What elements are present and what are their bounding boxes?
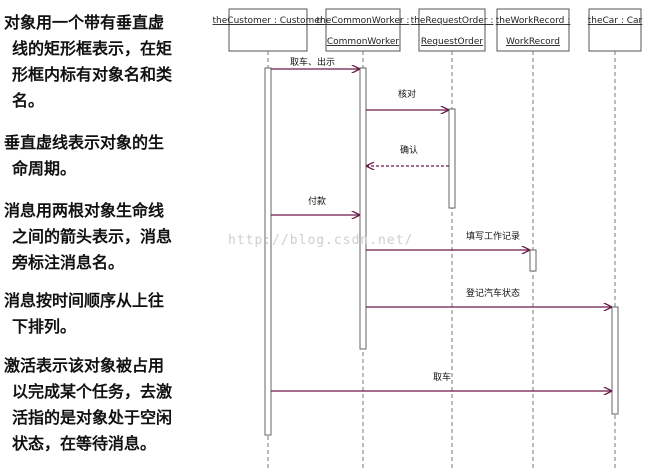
object-label: CommonWorker [327, 37, 400, 47]
note-line: 下排列。 [12, 317, 77, 336]
object-label: RequestOrder [421, 37, 483, 47]
note-line: 命周期。 [12, 159, 77, 178]
object-label: theRequestOrder : [411, 16, 494, 26]
object-common-worker: theCommonWorker : CommonWorker [317, 8, 410, 52]
note-line: 活指的是对象处于空闲 [12, 408, 173, 427]
note-line: 名。 [12, 91, 45, 110]
note-line: 之间的箭头表示，消息 [12, 227, 173, 246]
object-label: theCar : Car [588, 16, 643, 26]
note-line: 激活表示该对象被占用 [4, 356, 165, 375]
activation-work-record [529, 249, 537, 272]
activation-request-order [448, 108, 456, 209]
note-message: 消息用两根对象生命线 之间的箭头表示，消息 旁标注消息名。 [4, 198, 216, 276]
note-line: 形框内标有对象名和类 [12, 65, 173, 84]
note-line: 消息用两根对象生命线 [4, 201, 165, 220]
message-label: 取车、出示 [290, 56, 335, 68]
message-label: 核对 [398, 88, 416, 100]
note-line: 垂直虚线表示对象的生 [4, 133, 165, 152]
note-object-box: 对象用一个带有垂直虚 线的矩形框表示，在矩 形框内标有对象名和类 名。 [4, 10, 216, 114]
object-customer: theCustomer : Customer [213, 8, 324, 52]
note-activation: 激活表示该对象被占用 以完成某个任务，去激 活指的是对象处于空闲 状态，在等待消… [4, 353, 216, 457]
note-message-order: 消息按时间顺序从上往 下排列。 [4, 288, 216, 340]
note-lifeline: 垂直虚线表示对象的生 命周期。 [4, 130, 216, 182]
object-request-order: theRequestOrder : RequestOrder [411, 8, 494, 52]
note-line: 旁标注消息名。 [12, 253, 125, 272]
message-label: 登记汽车状态 [466, 287, 520, 299]
message-label: 确认 [400, 144, 418, 156]
activation-common-worker [359, 67, 367, 350]
note-line: 以完成某个任务，去激 [12, 382, 173, 401]
object-work-record: theWorkRecord : WorkRecord [496, 8, 571, 52]
watermark: http://blog.csdn.net/ [228, 233, 414, 248]
message-label: 取车 [433, 371, 451, 383]
object-car: theCar : Car [588, 8, 643, 52]
object-label: theCommonWorker : [317, 16, 410, 26]
note-line: 消息按时间顺序从上往 [4, 291, 165, 310]
note-line: 状态，在等待消息。 [12, 434, 157, 453]
note-line: 对象用一个带有垂直虚 [4, 13, 165, 32]
object-label: WorkRecord [506, 37, 560, 47]
message-label: 付款 [308, 195, 326, 207]
note-line: 线的矩形框表示，在矩 [12, 39, 173, 58]
activation-car [611, 306, 619, 415]
message-label: 填写工作记录 [466, 230, 520, 242]
object-label: theCustomer : Customer [213, 16, 324, 26]
object-label: theWorkRecord : [496, 16, 571, 26]
activation-customer [264, 67, 272, 436]
